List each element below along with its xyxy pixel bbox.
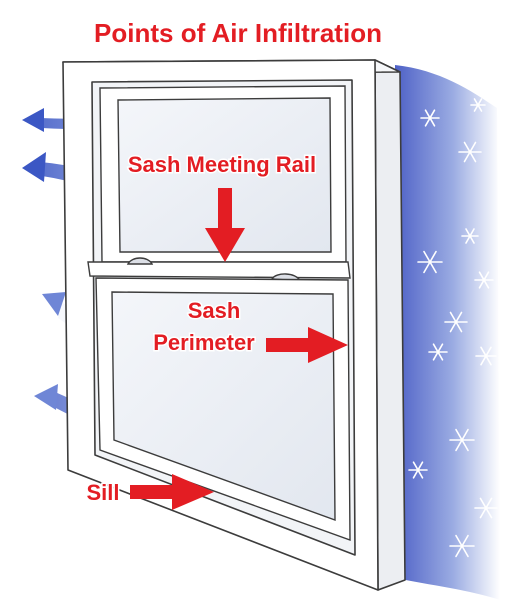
- label-sash-meeting-rail: Sash Meeting Rail: [128, 152, 316, 177]
- sash-lock: [126, 257, 154, 265]
- snowflake-icon: [470, 98, 486, 112]
- snowflake-icon: [475, 346, 497, 366]
- snowflake-icon: [458, 141, 482, 163]
- label-sash: Sash: [188, 298, 241, 323]
- snowflake-icon: [474, 497, 498, 519]
- snowflake-icon: [417, 250, 443, 274]
- arrow-icon: [130, 474, 214, 510]
- snowflake-icon: [461, 228, 479, 244]
- snowflakes: [408, 98, 498, 558]
- snowflake-icon: [474, 271, 494, 289]
- label-perimeter: Perimeter: [153, 330, 255, 355]
- outside-cold-air: [395, 65, 500, 600]
- arrows: [130, 188, 348, 510]
- snowflake-icon: [449, 428, 475, 452]
- snowflake-icon: [449, 534, 475, 558]
- snowflake-icon: [408, 461, 428, 479]
- page-title: Points of Air Infiltration: [94, 18, 382, 48]
- upper-sash: [99, 85, 347, 263]
- arrow-icon: [266, 327, 348, 363]
- snowflake-icon: [428, 343, 448, 361]
- label-sill: Sill: [86, 480, 119, 505]
- snowflake-icon: [420, 109, 440, 127]
- snowflake-icon: [444, 311, 468, 333]
- arrow-icon: [205, 188, 245, 262]
